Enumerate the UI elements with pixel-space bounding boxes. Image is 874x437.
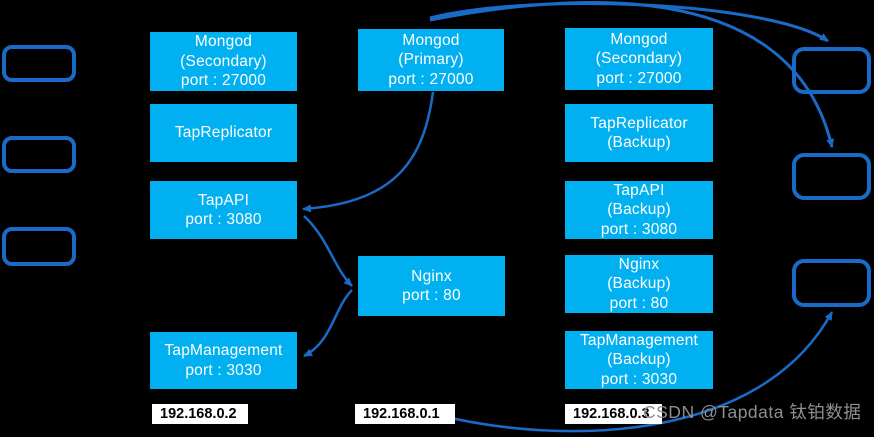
left-placeholder-node-3: [2, 227, 76, 266]
node-mongod-secondary-left: Mongod (Secondary) port : 27000: [150, 32, 297, 91]
node-tapmanagement-backup: TapManagement (Backup) port : 3030: [565, 331, 713, 389]
right-placeholder-node-2: [792, 153, 871, 200]
left-placeholder-node-2: [2, 136, 76, 173]
csdn-watermark: CSDN @Tapdata 钛铂数据: [643, 402, 862, 422]
arrow-nginx-to-tapmanagement: [303, 289, 353, 358]
node-nginx: Nginx port : 80: [358, 256, 505, 316]
ip-label-server-1: 192.168.0.2: [152, 404, 248, 424]
right-placeholder-node-3: [792, 259, 871, 307]
ip-label-server-2: 192.168.0.1: [355, 404, 455, 424]
node-tapreplicator-backup: TapReplicator (Backup): [565, 104, 713, 162]
node-tapapi: TapAPI port : 3080: [150, 181, 297, 239]
node-tapapi-backup: TapAPI (Backup) port : 3080: [565, 181, 713, 239]
left-placeholder-node-1: [2, 45, 76, 82]
node-mongod-primary: Mongod (Primary) port : 27000: [358, 29, 504, 91]
node-tapreplicator: TapReplicator: [150, 104, 297, 162]
node-nginx-backup: Nginx (Backup) port : 80: [565, 255, 713, 313]
node-tapmanagement: TapManagement port : 3030: [150, 332, 297, 389]
right-placeholder-node-1: [792, 47, 871, 94]
node-mongod-secondary-right: Mongod (Secondary) port : 27000: [565, 28, 713, 90]
arrow-tapapi-to-nginx: [303, 215, 353, 287]
arrow-mongod-primary-to-tapapi: [302, 91, 435, 213]
